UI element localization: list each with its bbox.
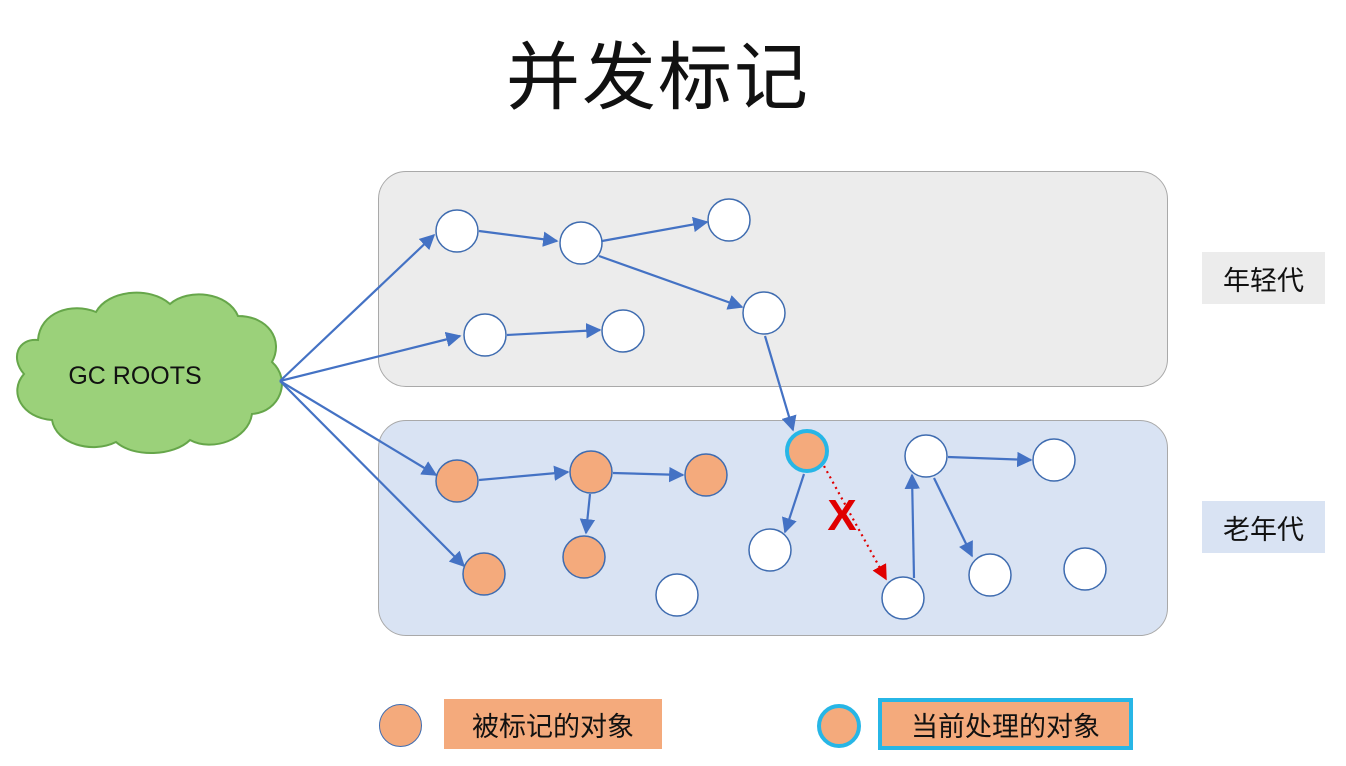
unmarked-object-node [559, 221, 603, 265]
unmarked-object-node [1063, 547, 1107, 591]
unmarked-object-node [601, 309, 645, 353]
page-title: 并发标记 [506, 35, 810, 121]
gc-roots-cloud [16, 291, 283, 454]
marked-object-node [462, 552, 506, 596]
marked-object-node [569, 450, 613, 494]
marked-object-node [562, 535, 606, 579]
edge [279, 380, 466, 568]
young-generation-region [378, 171, 1168, 387]
edge [933, 477, 973, 558]
root-edges [279, 233, 466, 568]
edge [763, 335, 797, 432]
edge [904, 473, 920, 579]
current-object-node [785, 429, 829, 473]
unmarked-object-node [707, 198, 751, 242]
edge [601, 216, 709, 243]
edge [506, 323, 602, 339]
unmarked-object-node [1032, 438, 1076, 482]
edge [279, 233, 436, 382]
edge [598, 254, 744, 310]
unmarked-object-node [435, 209, 479, 253]
unmarked-object-node [748, 528, 792, 572]
young-nodes [435, 198, 786, 357]
unmarked-object-node [968, 553, 1012, 597]
edge [579, 493, 596, 535]
edge [478, 465, 570, 482]
edge [478, 229, 559, 247]
marked-object-node [684, 453, 728, 497]
edge [279, 380, 438, 476]
edge [612, 466, 685, 483]
unmarked-object-node [655, 573, 699, 617]
marked-nodes [435, 450, 728, 596]
unmarked-object-node [742, 291, 786, 335]
edge [947, 451, 1033, 468]
young-edges [478, 216, 797, 432]
young-generation-label: 年轻代 [1202, 252, 1325, 304]
reference-removed-marker: X [827, 491, 856, 540]
unmarked-object-node [904, 434, 948, 478]
old-unmarked-nodes [655, 434, 1107, 620]
old-edges [478, 451, 1033, 579]
unmarked-object-node [881, 576, 925, 620]
edge [279, 331, 462, 383]
edge [781, 473, 806, 534]
gc-roots-label: GC ROOTS [68, 362, 202, 390]
legend-current-label: 当前处理的对象 [878, 698, 1133, 750]
unmarked-object-node [463, 313, 507, 357]
legend-current-swatch [817, 704, 861, 748]
legend-marked-label: 被标记的对象 [444, 699, 662, 749]
old-generation-label: 老年代 [1202, 501, 1325, 553]
marked-object-node [435, 459, 479, 503]
legend-marked-swatch [379, 704, 422, 747]
